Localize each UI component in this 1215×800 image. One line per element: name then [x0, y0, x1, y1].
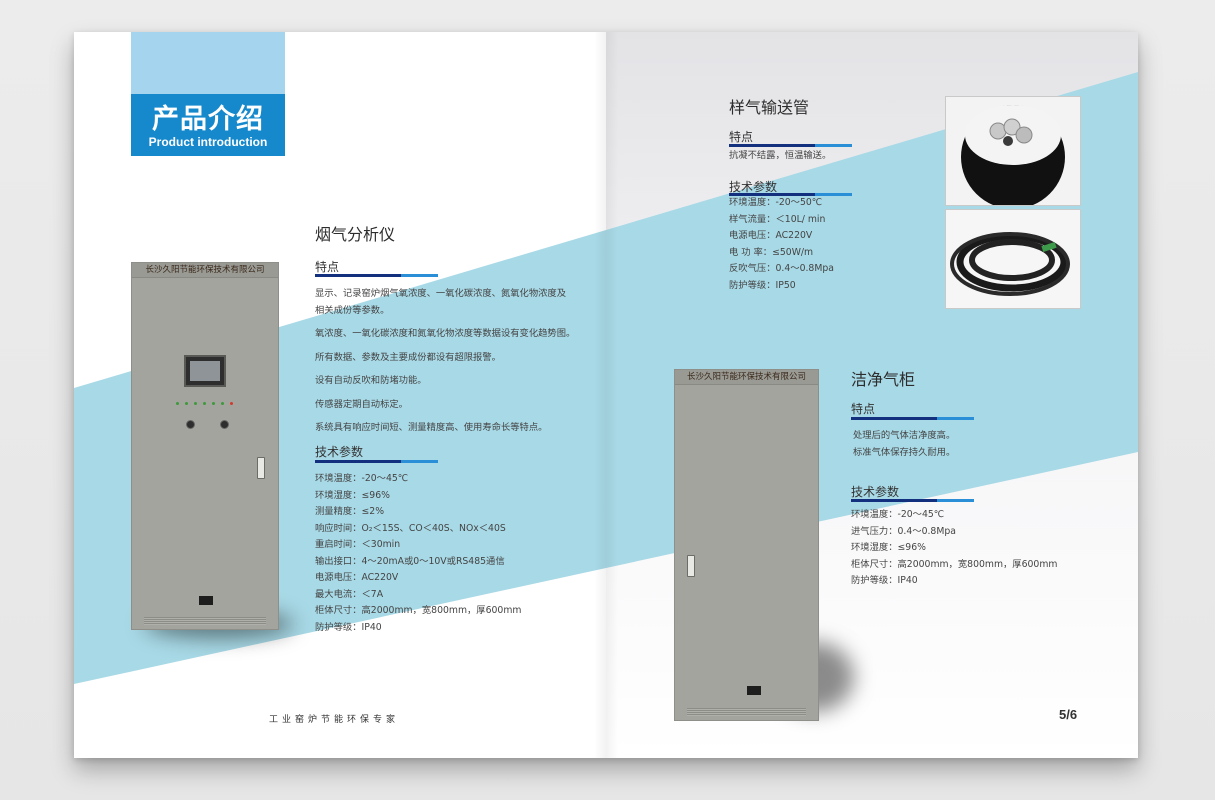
cabinet-label: 长沙久阳节能环保技术有限公司 [675, 370, 818, 385]
page-number: 5/6 [1059, 707, 1078, 722]
specs-heading: 技术参数 [729, 180, 778, 194]
section-rule [729, 193, 852, 196]
indicator-light [230, 402, 233, 405]
cabinet-logo-plate [199, 596, 213, 605]
clean-gas-cabinet-title: 洁净气柜 [851, 370, 916, 389]
spec-line: 环境湿度：≤96% [851, 542, 926, 553]
feature-line: 氧浓度、一氧化碳浓度和氮氧化物浓度等数据设有变化趋势图。 [315, 328, 576, 339]
spec-line: 输出接口：4～20mA或0～10V或RS485通信 [315, 555, 505, 567]
header-title-cn: 产品介绍 [152, 104, 264, 135]
spec-line: 样气流量：＜10L/ min [729, 213, 826, 225]
spec-line: 环境温度：-20～45℃ [851, 509, 945, 520]
indicator-light [194, 402, 197, 405]
pipe-cross-section-photo [945, 96, 1081, 206]
clean-gas-cabinet: 长沙久阳节能环保技术有限公司 [674, 369, 819, 721]
switch-knob [186, 420, 195, 429]
header-dark-block [131, 94, 285, 156]
features-list: 处理后的气体洁净度高。 标准气体保存持久耐用。 [853, 428, 955, 461]
feature-line: 设有自动反吹和防堵功能。 [315, 375, 427, 386]
spec-line: 最大电流：＜7A [315, 588, 384, 600]
features-heading: 特点 [315, 260, 340, 274]
cabinet-logo-plate [747, 686, 761, 695]
indicator-light [212, 402, 215, 405]
spec-line: 进气压力：0.4～0.8Mpa [851, 525, 956, 537]
spec-line: 电 功 率：≤50W/m [729, 246, 814, 258]
specs-list: 环境温度：-20～45℃ 环境湿度：≤96% 测量精度：≤2% 响应时间：O₂＜… [315, 471, 521, 636]
spec-line: 测量精度：≤2% [315, 506, 385, 517]
feature-line: 标准气体保存持久耐用。 [853, 446, 956, 458]
feature-line: 所有数据、参数及主要成份都设有超限报警。 [315, 351, 501, 363]
brochure-spread: 产品介绍 Product introduction 长沙久阳节能环保技术有限公司… [74, 32, 1138, 758]
spec-line: 环境温度：-20～45℃ [315, 473, 409, 484]
features-list: 显示、记录窑炉烟气氧浓度、一氧化碳浓度、氮氧化物浓度及 相关成份等参数。 氧浓度… [315, 286, 575, 437]
features-list: 抗凝不结露，恒温输送。 [729, 148, 831, 165]
spec-line: 重启时间：＜30min [315, 539, 401, 550]
diagonal-band [74, 72, 1138, 684]
spec-line: 防护等级：IP50 [729, 279, 796, 291]
header-light-block [131, 32, 285, 94]
cabinet-vent [144, 617, 266, 625]
specs-list: 环境温度：-20～45℃ 进气压力：0.4～0.8Mpa 环境湿度：≤96% 柜… [851, 507, 1057, 590]
spec-line: 防护等级：IP40 [315, 621, 382, 633]
cabinet-vent [687, 708, 806, 716]
feature-line: 系统具有响应时间短、测量精度高、使用寿命长等特点。 [315, 422, 548, 433]
display-screen [184, 355, 226, 387]
spec-line: 响应时间：O₂＜15S、CO＜40S、NOx＜40S [315, 522, 506, 534]
footer-slogan: 工业窑炉节能环保专家 [269, 715, 400, 725]
section-rule [851, 417, 974, 420]
page-gutter [594, 32, 618, 758]
header-title-en: Product introduction [148, 135, 268, 149]
feature-line: 相关成份等参数。 [315, 304, 390, 316]
section-rule [315, 274, 438, 277]
indicator-light [185, 402, 188, 405]
spec-line: 柜体尺寸：高2000mm，宽800mm，厚600mm [315, 605, 522, 616]
feature-line: 抗凝不结露，恒温输送。 [729, 150, 832, 161]
feature-line: 处理后的气体洁净度高。 [853, 430, 956, 441]
spec-line: 防护等级：IP40 [851, 575, 918, 586]
sample-gas-pipe-title: 样气输送管 [729, 98, 810, 117]
feature-line: 传感器定期自动标定。 [315, 398, 408, 410]
flue-gas-analyzer-cabinet: 长沙久阳节能环保技术有限公司 [131, 262, 279, 630]
indicator-light [203, 402, 206, 405]
spec-line: 反吹气压：0.4～0.8Mpa [729, 263, 834, 274]
cabinet-label: 长沙久阳节能环保技术有限公司 [132, 263, 278, 278]
indicator-light [221, 402, 224, 405]
specs-heading: 技术参数 [851, 485, 900, 499]
flue-gas-analyzer-title: 烟气分析仪 [315, 225, 396, 244]
specs-heading: 技术参数 [315, 445, 364, 459]
indicator-light [176, 402, 179, 405]
section-rule [315, 460, 438, 463]
features-heading: 特点 [851, 402, 876, 416]
spec-line: 电源电压：AC220V [315, 572, 399, 583]
spec-line: 电源电压：AC220V [729, 230, 813, 241]
spec-line: 环境温度：-20～50℃ [729, 197, 823, 208]
spec-line: 环境湿度：≤96% [315, 489, 390, 501]
spec-line: 柜体尺寸：高2000mm，宽800mm，厚600mm [851, 558, 1058, 570]
feature-line: 显示、记录窑炉烟气氧浓度、一氧化碳浓度、氮氧化物浓度及 [315, 288, 567, 299]
cabinet-door-handle [687, 555, 695, 577]
cabinet-door-handle [257, 457, 265, 479]
specs-list: 环境温度：-20～50℃ 样气流量：＜10L/ min 电源电压：AC220V … [729, 195, 834, 294]
features-heading: 特点 [729, 130, 754, 144]
section-rule [729, 144, 852, 147]
pipe-coil-photo [945, 209, 1081, 309]
switch-knob [220, 420, 229, 429]
section-rule [851, 499, 974, 502]
